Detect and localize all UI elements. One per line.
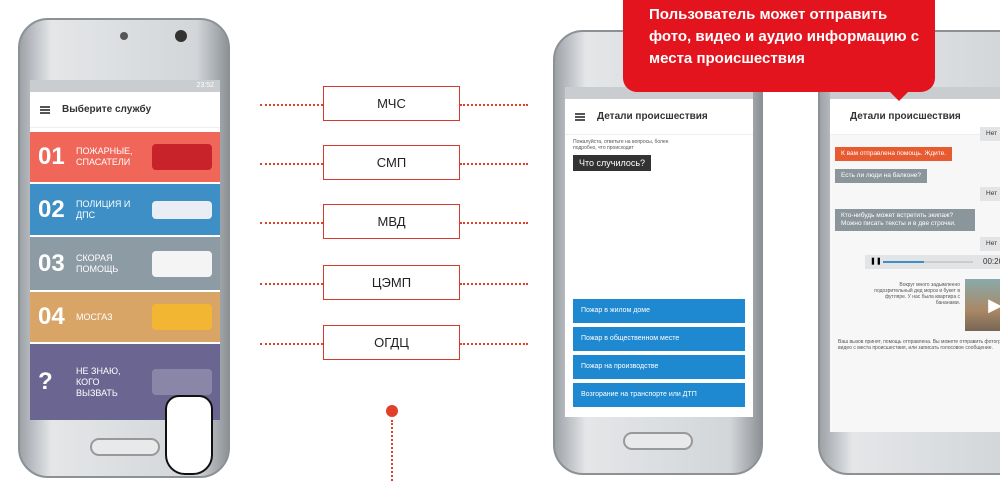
chat-msg: Есть ли люди на балконе? (835, 169, 928, 183)
screen-title: Выберите службу (62, 104, 152, 115)
option-3[interactable]: Пожар на производстве (573, 355, 745, 379)
connector-tsemp: ЦЭМП (323, 265, 460, 300)
tap-hand-icon (165, 395, 213, 475)
audio-progress[interactable] (883, 261, 973, 263)
callout-text: Пользователь может отправить фото, видео… (649, 6, 920, 67)
callout-pointer (889, 91, 909, 101)
phone-service-select: 23:52 Выберите службу 01Пожарные, спасат… (18, 18, 230, 478)
audio-time: 00:20 (983, 257, 1000, 266)
service-ambulance[interactable]: 03Скорая помощь (30, 237, 220, 290)
flow-dot (386, 405, 398, 417)
chat-msg: Кто-нибудь может встретить экипаж? Можно… (835, 209, 975, 231)
phone-chat: Детали происшествия Нет К вам отправлена… (818, 30, 1000, 475)
chat-msg: К вам отправлена помощь. Ждите. (835, 147, 953, 161)
police-car-icon (152, 200, 212, 219)
menu-icon[interactable] (575, 112, 585, 121)
ambulance-icon (152, 250, 212, 277)
connector-ogdc: ОГДЦ (323, 325, 460, 360)
menu-icon[interactable] (40, 105, 50, 114)
service-fire[interactable]: 01Пожарные, спасатели (30, 132, 220, 182)
phone-incident-details: Детали происшествия Пожалуйста, ответьте… (553, 30, 763, 475)
service-gas[interactable]: 04Мосгаз (30, 292, 220, 342)
pause-icon[interactable]: ❚❚ (870, 258, 882, 265)
fire-truck-icon (152, 144, 212, 170)
screen-title: Детали происшествия (597, 111, 708, 122)
connector-smp: СМП (323, 145, 460, 180)
status-bar: 23:52 (30, 80, 220, 92)
question-bubble: Что случилось? (573, 155, 652, 171)
connector-mchs: МЧС (323, 86, 460, 121)
screen-title: Детали происшествия (850, 111, 961, 122)
vehicles-icon (152, 369, 212, 395)
service-police[interactable]: 02Полиция и ДПС (30, 184, 220, 235)
option-2[interactable]: Пожар в общественном месте (573, 327, 745, 351)
chat-msg: Нет (980, 127, 1000, 141)
connector-mvd: МВД (323, 204, 460, 239)
chat-msg: Нет (980, 187, 1000, 201)
chat-msg: Нет (980, 237, 1000, 251)
gas-truck-icon (152, 304, 212, 330)
option-4[interactable]: Возгорание на транспорте или ДТП (573, 383, 745, 407)
video-thumbnail[interactable]: ▶ (965, 279, 1000, 331)
audio-player[interactable]: ❚❚ 00:20 (865, 255, 1000, 269)
option-1[interactable]: Пожар в жилом доме (573, 299, 745, 323)
callout: Пользователь может отправить фото, видео… (623, 0, 935, 101)
